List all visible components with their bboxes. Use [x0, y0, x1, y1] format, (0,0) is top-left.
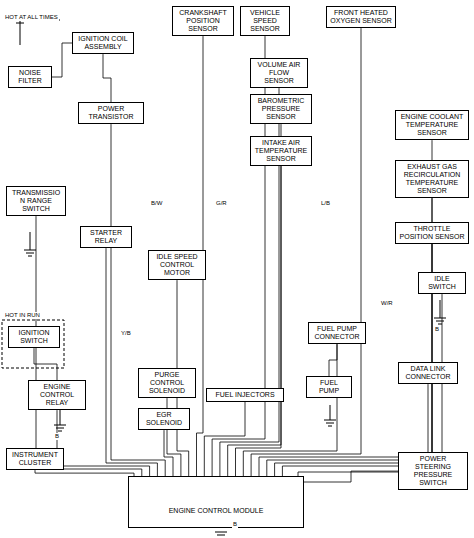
component-label: IDLE SPEED CONTROL MOTOR [152, 253, 202, 277]
component-label: IDLE SWITCH [422, 275, 462, 291]
wire-connector [57, 410, 150, 476]
component-label: PURGE CONTROL SOLENOID [142, 371, 192, 395]
component-box: POWER STEERING PRESSURE SWITCH [398, 452, 468, 490]
component-label: FUEL PUMP [310, 379, 348, 395]
component-box: INTAKE AIR TEMPERATURE SENSOR [250, 136, 312, 166]
component-label: FUEL INJECTORS [210, 391, 280, 399]
component-label: STARTER RELAY [84, 229, 128, 245]
component-box: FUEL INJECTORS [206, 388, 284, 402]
ground-symbol [215, 532, 227, 535]
wire-connector [106, 248, 157, 476]
component-box: ENGINE COOLANT TEMPERATURE SENSOR [395, 110, 469, 140]
component-box: VEHICLE SPEED SENSOR [240, 6, 290, 36]
wire-connector [243, 344, 337, 476]
component-label: IGNITION SWITCH [12, 329, 56, 345]
component-box: PURGE CONTROL SOLENOID [138, 368, 196, 398]
ground-symbol [324, 405, 336, 426]
wire-connector [236, 166, 282, 476]
wire-label: HOT IN RUN [4, 312, 41, 319]
wire-label: Y/B [120, 330, 132, 337]
component-box: FRONT HEATED OXYGEN SENSOR [326, 6, 396, 28]
wire-label: HOT AT ALL TIMES [4, 14, 59, 21]
component-label: THROTTLE POSITION SENSOR [399, 225, 465, 241]
component-box: IDLE SPEED CONTROL MOTOR [148, 250, 206, 280]
component-box: ENGINE CONTROL RELAY [28, 380, 86, 410]
wire-connector [204, 402, 245, 476]
component-label: IGNITION COIL ASSEMBLY [76, 35, 130, 51]
wire-connector [298, 294, 442, 476]
component-box: EXHAUST GAS RECIRCULATION TEMPERATURE SE… [395, 160, 469, 198]
wire-connector [34, 348, 57, 380]
wire-label: W/R [380, 300, 394, 307]
power-wire [20, 20, 60, 45]
component-box: CRANKSHAFT POSITION SENSOR [172, 6, 234, 36]
component-label: VOLUME AIR FLOW SENSOR [254, 61, 304, 85]
component-box: POWER TRANSISTOR [78, 102, 144, 124]
component-box: IGNITION SWITCH [8, 326, 60, 348]
wire-label: B [434, 326, 440, 333]
component-label: ENGINE CONTROL MODULE [132, 507, 300, 515]
component-box: FUEL PUMP [306, 376, 352, 398]
component-label: ENGINE COOLANT TEMPERATURE SENSOR [399, 113, 465, 137]
wire-connector [35, 470, 134, 476]
wire-connector [304, 471, 398, 482]
component-box: TRANSMISSION RANGE SWITCH [6, 186, 66, 216]
wire-connector [103, 54, 111, 102]
component-box: BAROMETRIC PRESSURE SENSOR [250, 94, 312, 124]
component-box: IDLE SWITCH [418, 272, 466, 294]
component-label: NOISE FILTER [12, 69, 48, 85]
component-box: INSTRUMENT CLUSTER [6, 448, 64, 470]
component-label: FRONT HEATED OXYGEN SENSOR [330, 9, 392, 25]
wire-label: L/B [320, 200, 331, 207]
control-module-box: ENGINE CONTROL MODULE [128, 476, 304, 528]
component-label: DATA LINK CONNECTOR [402, 365, 454, 381]
wire-label: B/W [150, 200, 163, 207]
ground-symbol [54, 410, 66, 431]
component-box: VOLUME AIR FLOW SENSOR [250, 58, 308, 88]
component-label: POWER TRANSISTOR [82, 105, 140, 121]
component-box: EGR SOLENOID [138, 408, 190, 430]
component-label: FUEL PUMP CONNECTOR [312, 325, 362, 341]
component-label: VEHICLE SPEED SENSOR [244, 9, 286, 33]
component-box: DATA LINK CONNECTOR [398, 362, 458, 384]
component-box: STARTER RELAY [80, 226, 132, 248]
component-label: ENGINE CONTROL RELAY [32, 383, 82, 407]
wire-label: G/R [215, 200, 228, 207]
component-label: EXHAUST GAS RECIRCULATION TEMPERATURE SE… [399, 163, 465, 195]
ground-symbol [434, 300, 446, 324]
component-box: FUEL PUMP CONNECTOR [308, 322, 366, 344]
switch-housing [2, 320, 64, 368]
component-label: TRANSMISSION RANGE SWITCH [10, 189, 62, 213]
component-label: INSTRUMENT CLUSTER [10, 451, 60, 467]
wire-connector [282, 244, 432, 476]
ground-symbol [24, 232, 36, 256]
component-box: IGNITION COIL ASSEMBLY [72, 32, 134, 54]
wire-connector [52, 43, 72, 77]
wire-label: B [54, 433, 60, 440]
component-label: CRANKSHAFT POSITION SENSOR [176, 9, 230, 33]
wire-connector [228, 124, 281, 476]
component-box: NOISE FILTER [8, 66, 52, 88]
component-label: INTAKE AIR TEMPERATURE SENSOR [254, 139, 308, 163]
component-label: BAROMETRIC PRESSURE SENSOR [254, 97, 308, 121]
wire-label: B [232, 521, 238, 528]
component-label: POWER STEERING PRESSURE SWITCH [402, 455, 464, 487]
wire-connector [329, 344, 337, 376]
component-label: EGR SOLENOID [142, 411, 186, 427]
component-box: THROTTLE POSITION SENSOR [395, 222, 469, 244]
wire-connector [164, 430, 173, 476]
